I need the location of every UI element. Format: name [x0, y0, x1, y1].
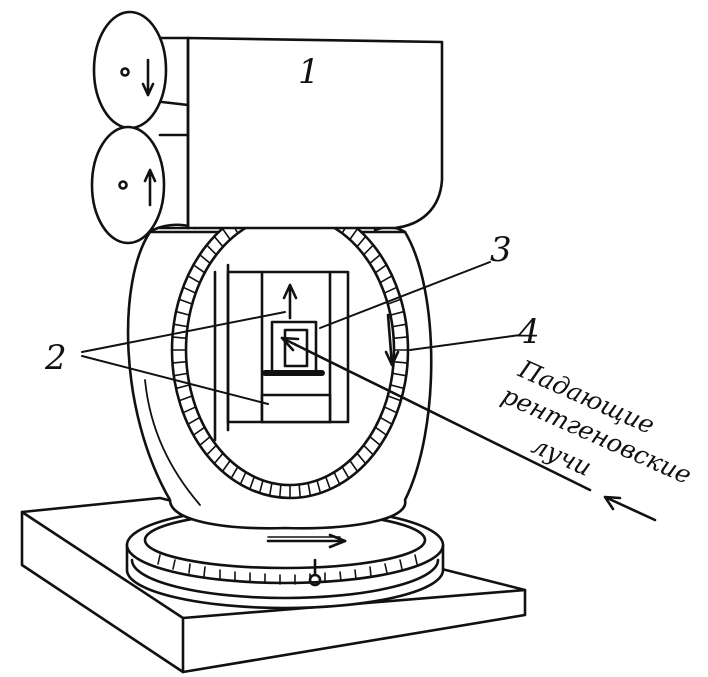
- scale-tick: [187, 416, 200, 425]
- scale-tick: [349, 228, 358, 240]
- scale-tick: [384, 406, 397, 414]
- scale-tick: [356, 452, 367, 464]
- scale-tick: [193, 264, 205, 274]
- scale-tick: [206, 244, 217, 255]
- scale-tick: [384, 286, 397, 294]
- stage-knob: [308, 558, 322, 587]
- scale-tick: [183, 286, 196, 294]
- scale-tick: [230, 466, 239, 479]
- scale-tick: [176, 310, 190, 316]
- scale-tick: [214, 452, 224, 464]
- scale-tick: [239, 471, 247, 485]
- scale-tick: [380, 275, 393, 284]
- scale-tick: [387, 298, 401, 305]
- scale-tick: [193, 426, 205, 436]
- scale-tick: [172, 336, 187, 340]
- leader-lines: [81, 261, 521, 405]
- scale-tick: [222, 460, 231, 472]
- rotation-stage: [125, 505, 445, 610]
- scale-tick: [325, 476, 331, 490]
- scale-tick: [222, 228, 231, 240]
- scale-tick: [307, 482, 312, 497]
- scale-tick: [363, 444, 374, 456]
- scale-tick: [392, 372, 407, 377]
- scale-tick: [187, 275, 200, 284]
- scale-tick: [179, 395, 193, 402]
- scale-tick: [369, 254, 381, 264]
- scale-tick: [183, 406, 196, 414]
- scale-tick: [375, 426, 387, 436]
- film-rollers: [90, 10, 190, 245]
- stage-rotation-arrow: [266, 533, 347, 549]
- scale-tick: [174, 323, 188, 328]
- scale-tick: [369, 436, 381, 446]
- scale-tick: [380, 416, 393, 425]
- circle-arrow: [384, 313, 400, 367]
- scale-tick: [393, 336, 408, 340]
- label-part-1: 1: [298, 52, 320, 92]
- crystal-holder: [213, 263, 350, 442]
- scale-tick: [341, 466, 350, 479]
- scale-tick: [316, 480, 322, 494]
- scale-tick: [349, 460, 358, 472]
- scale-tick: [199, 436, 211, 446]
- scale-tick: [298, 484, 302, 498]
- scale-tick: [176, 384, 190, 390]
- label-part-4: 4: [518, 312, 540, 352]
- scale-tick: [390, 310, 404, 316]
- scale-tick: [172, 360, 187, 364]
- scale-tick: [356, 236, 367, 247]
- scale-tick: [199, 254, 211, 264]
- scale-tick: [393, 360, 408, 364]
- scale-tick: [390, 384, 404, 390]
- xray-beam: [280, 336, 657, 522]
- label-part-2: 2: [45, 338, 67, 378]
- scale-tick: [387, 395, 401, 402]
- scale-tick: [268, 482, 273, 497]
- scale-tick: [333, 471, 341, 485]
- scale-tick: [249, 476, 255, 490]
- scale-tick: [375, 264, 387, 274]
- scale-tick: [258, 480, 264, 494]
- scale-tick: [278, 484, 282, 498]
- scale-tick: [363, 244, 374, 255]
- film-cassette: [186, 36, 444, 230]
- scale-tick: [174, 372, 188, 377]
- label-part-3: 3: [490, 230, 512, 270]
- scale-tick: [214, 236, 224, 247]
- scale-tick: [206, 444, 217, 456]
- scale-tick: [179, 298, 193, 305]
- scale-tick: [392, 323, 407, 328]
